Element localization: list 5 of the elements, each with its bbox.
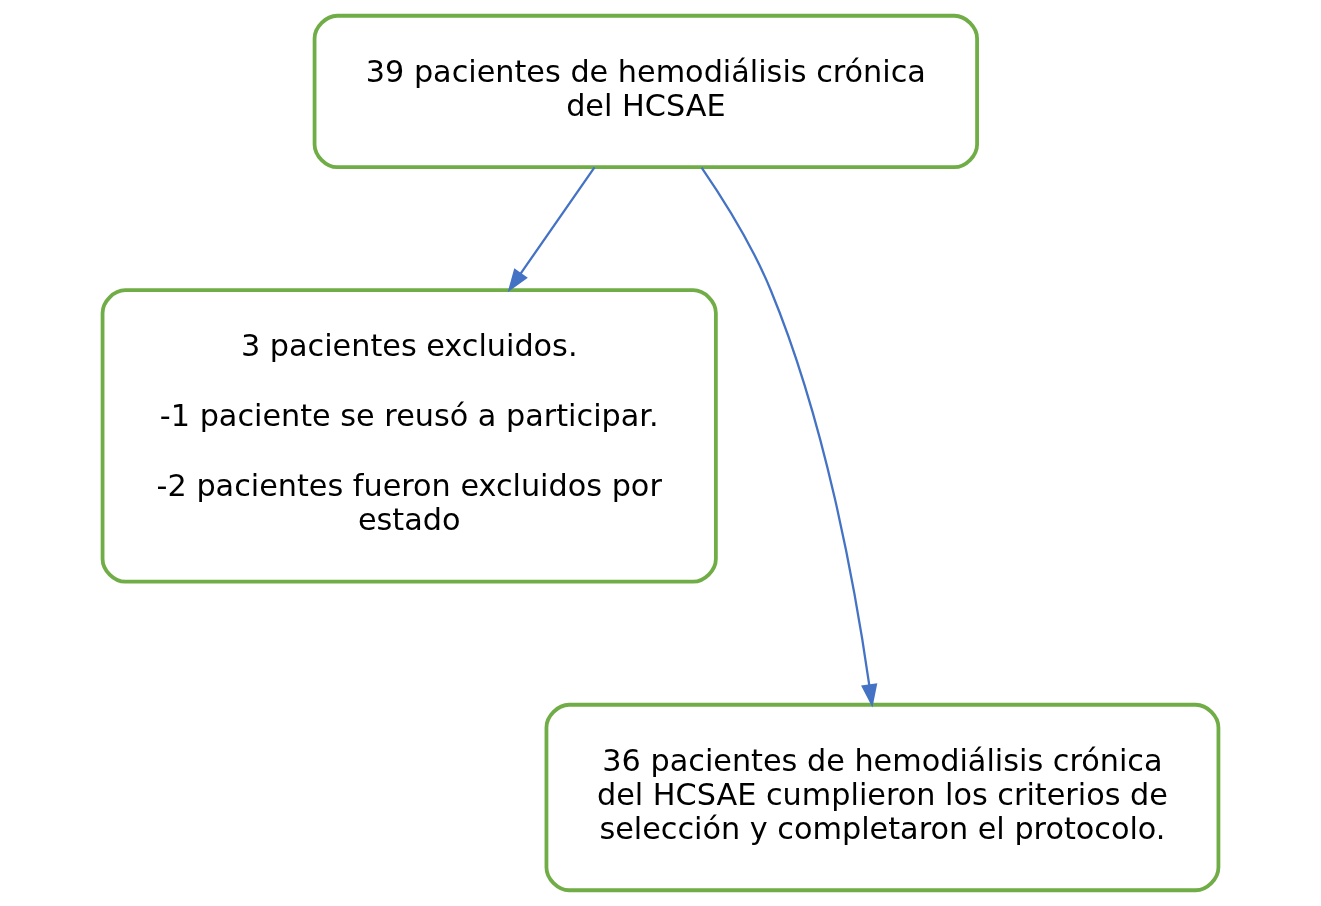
node-box: 36 pacientes de hemodiálisis crónica del HCSAE cumplieron los criterios de selección y completaron el protocolo. — [544, 702, 1221, 893]
node-box: 3 pacientes excluidos. -1 paciente se reusó a participar. -2 pacientes fueron excluidos por estado — [100, 288, 718, 584]
arrow — [700, 166, 878, 708]
node-box: 39 pacientes de hemodiálisis crónica del HCSAE — [312, 13, 979, 170]
arrow — [507, 166, 596, 293]
